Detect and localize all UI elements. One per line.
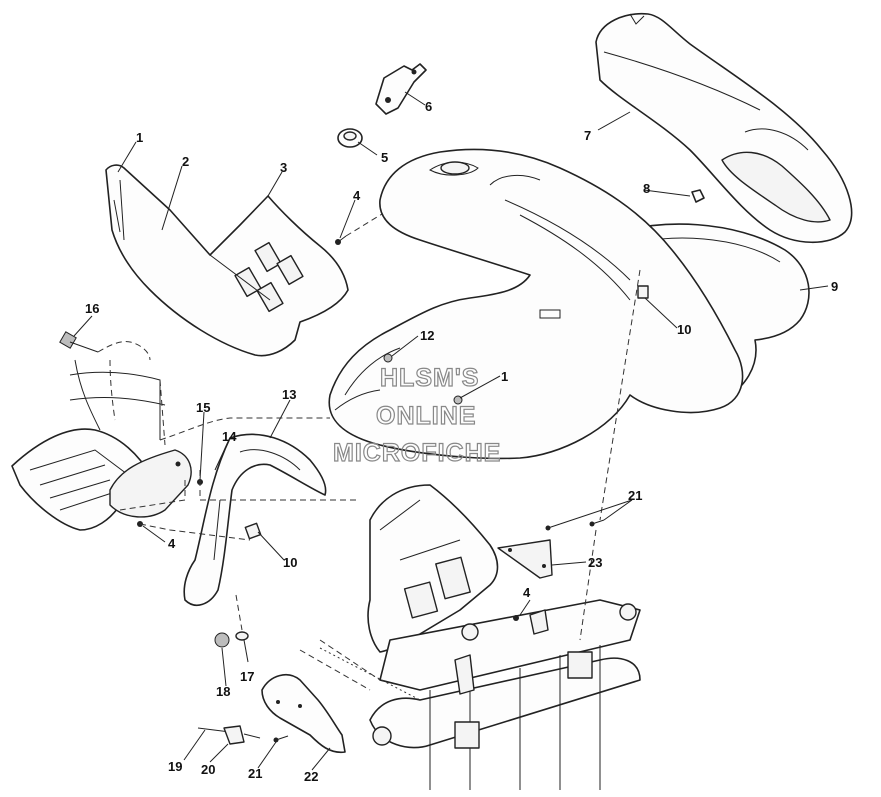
callout-3: 3 (280, 160, 287, 175)
part-7-rear-cover (595, 12, 853, 244)
callout-18: 18 (216, 684, 230, 699)
callout-10-upper: 10 (677, 322, 691, 337)
callout-8: 8 (643, 181, 650, 196)
watermark-line-3: MICROFICHE (333, 439, 501, 467)
callout-15: 15 (196, 400, 210, 415)
part-6-bracket (375, 63, 427, 115)
leader-lines (73, 91, 829, 771)
front-fender-body (328, 148, 744, 460)
part-4-screw-right (513, 615, 519, 621)
callout-19: 19 (168, 759, 182, 774)
part-23-plate (497, 539, 553, 579)
callout-1-middle: 1 (501, 369, 508, 384)
callout-6: 6 (425, 99, 432, 114)
watermark-line-2: ONLINE (376, 402, 476, 430)
callout-4-left: 4 (168, 536, 176, 551)
part-10-clip-lower (244, 522, 262, 540)
callout-21-upper: 21 (628, 488, 642, 503)
part-8-clip (691, 189, 705, 203)
callout-4-right: 4 (523, 585, 531, 600)
part-20-fastener (223, 725, 261, 745)
callout-13: 13 (282, 387, 296, 402)
part-18-nut (214, 632, 230, 648)
watermark: HLSM'S ONLINE MICROFICHE (332, 363, 501, 467)
callout-16: 16 (85, 301, 99, 316)
callout-2: 2 (182, 154, 189, 169)
callout-12: 12 (420, 328, 434, 343)
callout-9: 9 (831, 279, 838, 294)
callout-21-lower: 21 (248, 766, 262, 781)
callout-10-lower: 10 (283, 555, 297, 570)
callout-1-top: 1 (136, 130, 143, 145)
part-21-screws-upper (545, 519, 605, 531)
part-13-mudflap (183, 433, 327, 606)
part-15-plate (109, 449, 203, 518)
callout-4-top: 4 (353, 188, 361, 203)
part-16-bolt (59, 331, 151, 361)
callout-5: 5 (381, 150, 388, 165)
part-22-plate (261, 674, 346, 754)
part-12-nut (383, 353, 393, 363)
callout-14: 14 (222, 429, 237, 444)
callout-labels: 1 2 3 4 5 6 7 8 9 10 12 1 13 16 15 14 4 … (85, 99, 838, 784)
part-21-screw-lower (273, 735, 289, 743)
callout-23: 23 (588, 555, 602, 570)
watermark-line-1: HLSM'S (380, 364, 479, 392)
callout-7: 7 (584, 128, 591, 143)
part-5-grommet (337, 128, 363, 148)
callout-17: 17 (240, 669, 254, 684)
part-10-clip-upper (637, 285, 649, 299)
part-2-side-panel (105, 164, 349, 357)
callout-20: 20 (201, 762, 215, 777)
part-17-washer (235, 631, 249, 641)
chassis-frame (367, 484, 641, 790)
part-4-screw-top (335, 235, 347, 245)
callout-22: 22 (304, 769, 318, 784)
